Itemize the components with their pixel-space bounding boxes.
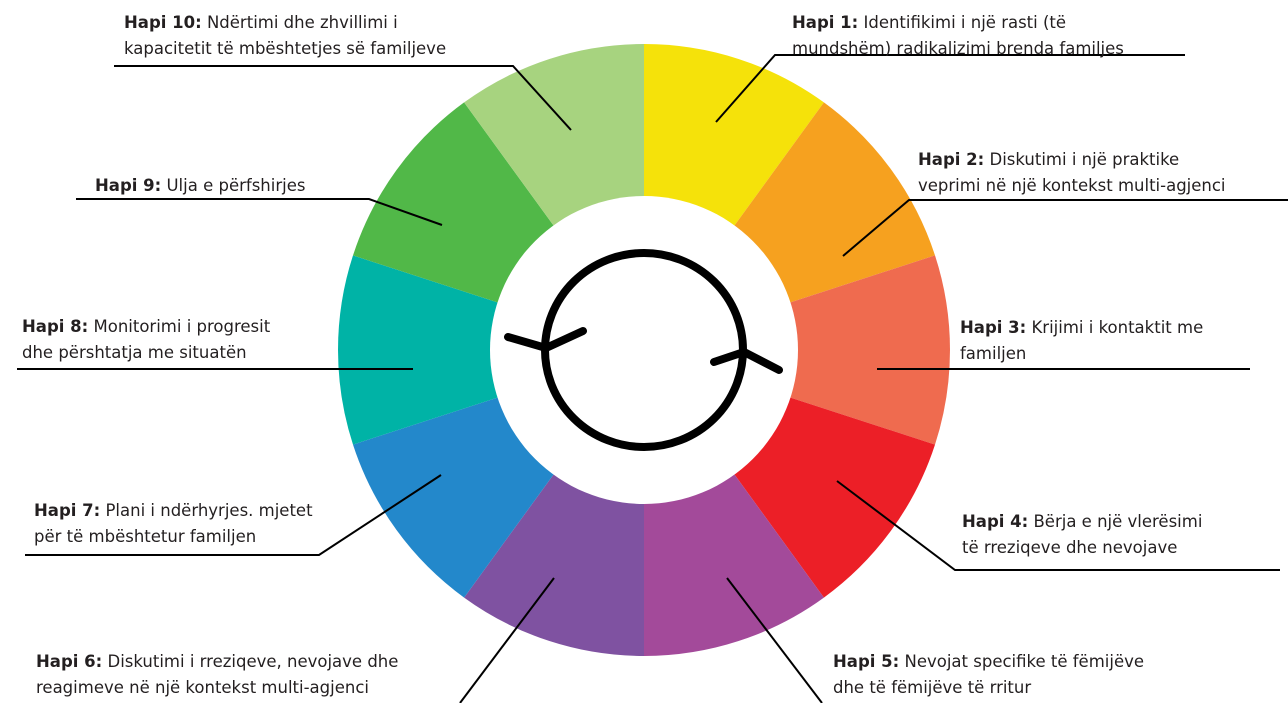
step-1-label: Hapi 1: Identifikimi i një rasti (të mun… — [792, 13, 1124, 58]
step-4-label: Hapi 4: Bërja e një vlerësimi të rreziqe… — [962, 512, 1203, 557]
leader-line-step-2 — [842, 199, 1288, 257]
step-8-label: Hapi 8: Monitorimi i progresit dhe përsh… — [22, 317, 271, 362]
leader-line-step-7 — [25, 474, 442, 556]
cycle-arrows-icon — [504, 249, 783, 451]
leader-line-step-6 — [459, 577, 555, 703]
step-6-label: Hapi 6: Diskutimi i rreziqeve, nevojave … — [36, 652, 399, 697]
step-10-label: Hapi 10: Ndërtimi dhe zhvillimi i kapaci… — [124, 13, 447, 58]
step-5-label: Hapi 5: Nevojat specifike të fëmijëve dh… — [833, 652, 1145, 697]
leader-line-step-10 — [114, 65, 572, 131]
leader-line-step-1 — [715, 54, 1185, 123]
step-7-label: Hapi 7: Plani i ndërhyrjes. mjetet për t… — [34, 501, 313, 546]
leader-line-step-5 — [726, 577, 823, 703]
leader-line-step-9 — [76, 198, 443, 226]
step-2-label: Hapi 2: Diskutimi i një praktike veprimi… — [918, 150, 1226, 195]
leader-line-step-4 — [836, 480, 1280, 571]
step-9-label: Hapi 9: Ulja e përfshirjes — [95, 176, 306, 195]
center-hole — [490, 196, 798, 504]
step-3-label: Hapi 3: Krijimi i kontaktit me familjen — [960, 318, 1204, 363]
